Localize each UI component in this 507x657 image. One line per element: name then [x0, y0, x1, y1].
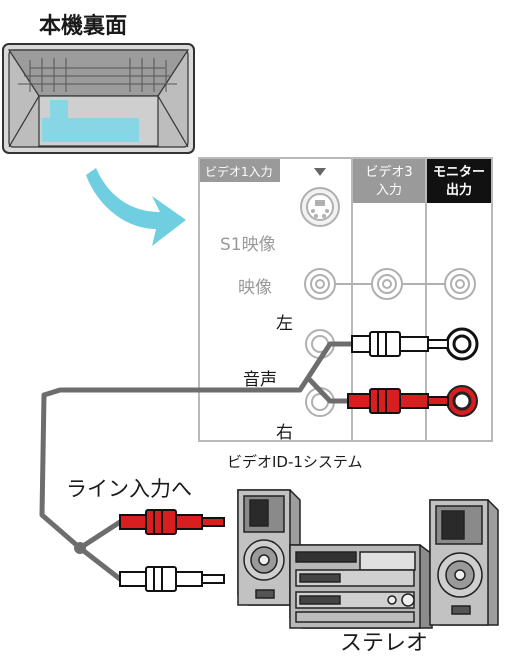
system-name-label: ビデオID-1システム: [227, 453, 363, 471]
video3-input-header-line2: 入力: [375, 183, 402, 198]
terminal-panel: [198, 157, 493, 442]
red-plug-stereo: [119, 509, 225, 535]
monitor-output-header-line1: モニター: [432, 165, 485, 180]
monitor-audio-out-right-jack: [446, 385, 478, 417]
rear-highlight-small: [50, 100, 68, 118]
s-video-jack: [300, 187, 340, 227]
audio-cable: [39, 341, 357, 582]
white-plug-stereo: [119, 566, 225, 592]
monitor-audio-out-left-jack: [445, 327, 479, 361]
right-channel-label: 右: [276, 423, 293, 443]
video-label: 映像: [238, 278, 272, 298]
monitor-header-bg: [427, 159, 491, 203]
rear-highlight-terminal: [42, 118, 139, 142]
tv-rear-illustration: [2, 43, 195, 154]
red-plug-monitor: [347, 388, 449, 414]
rear-view-label: 本機裏面: [39, 14, 128, 39]
s1-video-label: S1映像: [220, 235, 276, 255]
pointer-arrow: [86, 168, 186, 246]
monitor-output-header-line2: 出力: [445, 183, 472, 198]
stereo-label: ステレオ: [340, 631, 429, 656]
video-jacks: [304, 268, 476, 300]
video3-input-header-line1: ビデオ3: [365, 165, 413, 180]
video1-header-bg: [200, 159, 280, 182]
audio-label: 音声: [243, 370, 277, 390]
s-terminal-marker-icon: [314, 168, 326, 176]
stereo-system: [237, 489, 499, 629]
line-input-label: ライン入力へ: [66, 477, 192, 501]
white-plug-monitor: [351, 331, 449, 357]
video3-header-bg: [353, 159, 425, 203]
left-channel-label: 左: [276, 314, 293, 334]
cable-junction: [74, 542, 86, 554]
video1-input-header: ビデオ1入力: [205, 165, 273, 179]
